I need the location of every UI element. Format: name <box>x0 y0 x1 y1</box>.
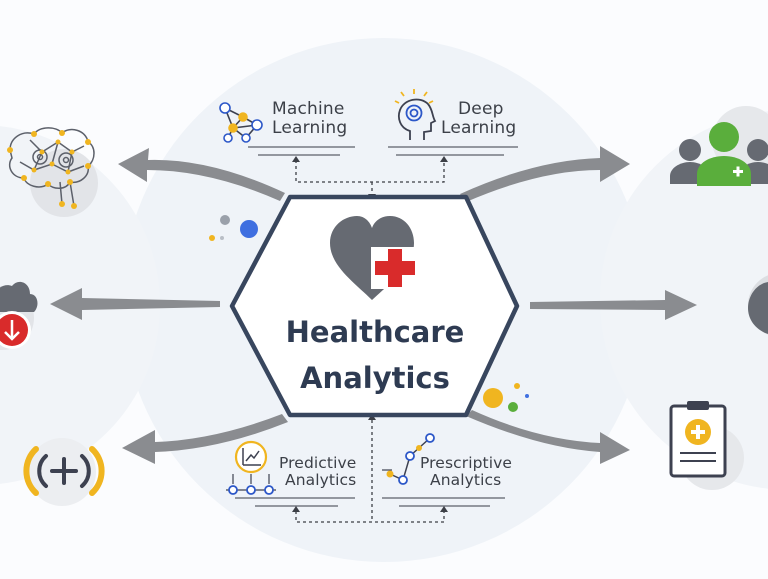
predictive-analytics-line2: Analytics <box>285 471 357 490</box>
arrow-right-bot <box>466 410 630 464</box>
decorative-dots <box>209 215 529 412</box>
machine-learning-line2: Learning <box>272 117 348 138</box>
predictive-analytics-line1: Predictive <box>279 454 357 472</box>
deep-learning-line2: Learning <box>441 117 517 138</box>
brain-node-dots <box>7 130 91 209</box>
medical-team-icon <box>670 122 768 186</box>
center-title-line2: Analytics <box>300 361 450 395</box>
arrow-left-mid <box>50 288 220 320</box>
brain-gears-icon <box>8 127 95 207</box>
arrow-left-top <box>118 148 285 201</box>
head-target-icon <box>394 89 437 140</box>
prescriptive-analytics-line1: Prescriptive <box>420 454 513 472</box>
flow-arrows <box>50 146 697 464</box>
medical-clipboard-icon <box>669 401 727 478</box>
arrow-left-bot <box>122 414 288 464</box>
connected-nodes-icon <box>382 433 435 485</box>
partial-icon <box>748 282 768 334</box>
predictive-analytics-label: Predictive Analytics <box>279 454 357 490</box>
prescriptive-analytics-label: Prescriptive Analytics <box>420 454 513 490</box>
cloud-download-icon <box>0 281 38 349</box>
neural-network-icon <box>219 102 263 143</box>
arrow-right-top <box>460 146 630 202</box>
heart-cross-icon <box>330 216 419 300</box>
medical-signal-icon <box>23 446 105 496</box>
deep-learning-line1: Deep <box>458 99 504 119</box>
machine-learning-line1: Machine <box>272 99 345 119</box>
center-title-line1: Healthcare <box>285 315 465 349</box>
trend-chart-icon <box>226 440 276 495</box>
prescriptive-analytics-line2: Analytics <box>430 471 502 490</box>
label-underlines <box>235 146 518 507</box>
arrow-right-mid <box>530 290 697 320</box>
machine-learning-label: Machine Learning <box>272 100 347 137</box>
center-hexagon <box>229 194 520 418</box>
dashed-connectors <box>295 160 445 523</box>
deep-learning-label: Deep Learning <box>441 100 516 137</box>
